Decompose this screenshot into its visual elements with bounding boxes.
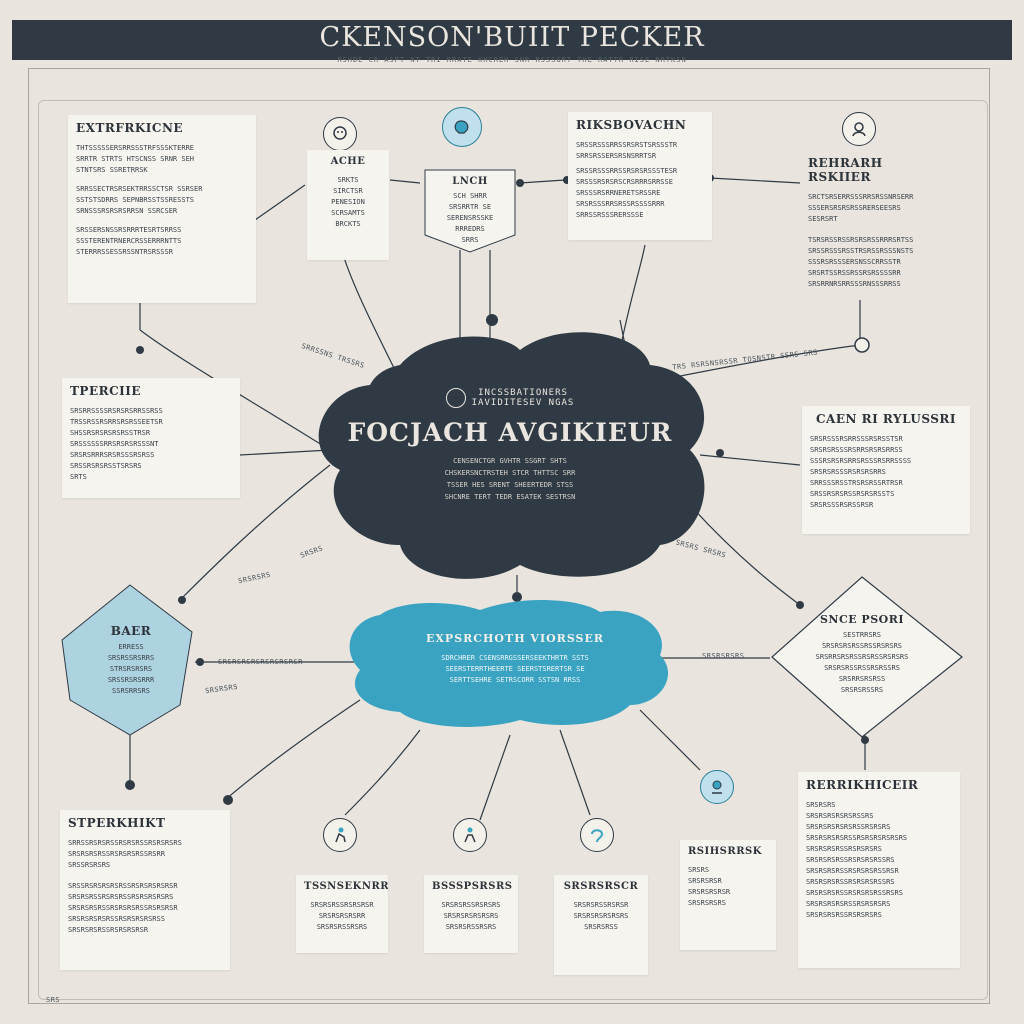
connector-line (559, 729, 591, 816)
right-diamond-text: SNCE PSORI SESTRRSRS SRSRSRSRSSRSSRSRSRS… (815, 613, 909, 694)
card-bottom-3: SRSRSRSCR SRSRSRSSRSRSR SRSRSRSRSRSRS SR… (554, 875, 648, 975)
connector-node-open (854, 337, 870, 353)
header-bar (12, 20, 1012, 60)
card-mid-right: CAEN RI RYLUSSRI SRSRSSSRSRRSSSRSRSSTSR … (802, 406, 970, 534)
card-mid-left: TPERCIIE SRSRRSSSSRSRSRSRRSSRSS TRSSRSSR… (62, 378, 240, 498)
connector-label: SRSRSRSRS (702, 652, 745, 660)
connector-line (224, 699, 361, 801)
connector-node (196, 658, 204, 666)
card-bottom-left: STPERKHIKT SRRSSRSRSRSSRSRSRSSRSRSRSRS S… (60, 810, 230, 970)
secondary-topic: EXPSRCHOTH VIORSSER SDRCHRER CSENSRRGSSE… (426, 632, 604, 684)
face-icon (323, 117, 357, 151)
page-subtitle: RSHDE CR ASPT NT TRI RRATE KHCREH SNR RS… (337, 56, 687, 64)
connector-node (223, 795, 233, 805)
connector-line (479, 734, 511, 821)
connector-node (486, 314, 498, 326)
card-top-mid-a: ACHE SRKTS SIRCTSR PENESION SCRSAMTS BRC… (307, 150, 389, 260)
connector-line (619, 244, 646, 351)
connector-node (178, 596, 186, 604)
card-top-right-a: RIKSBOVACHN SRSSRSSSRRSSRSRSTSRSSSTR SRR… (568, 112, 712, 240)
connector-line (659, 344, 861, 381)
card-bottom-4: RSIHSRRSK SRSRS SRSRSRSR SRSRSRSRSR SRSR… (680, 840, 776, 950)
connector-node (136, 346, 144, 354)
card-top-left: EXTRFRKICNE THTSSSSSERSRRSSSTRFSSSKTERRE… (68, 115, 256, 303)
connector-node (512, 592, 522, 602)
connector-line (179, 464, 331, 601)
connector-line (344, 729, 421, 816)
figure-icon (453, 818, 487, 852)
central-cloud (318, 332, 705, 579)
person-icon (842, 112, 876, 146)
figure-icon (700, 770, 734, 804)
left-diamond-text: BAER ERRESS SRSRSSRSRRS STRSRSRSRS SRSSR… (107, 624, 155, 695)
central-topic: INCSSBATIONERS IAVIDITESEV NGAS FOCJACH … (340, 388, 680, 503)
inner-frame (38, 100, 988, 1000)
brain-icon (442, 107, 482, 147)
card-bottom-2: BSSSPSRSRS SRSRSRSSRSRSRS SRSRSRSRSRSRS … (424, 875, 518, 953)
connector-line (254, 184, 306, 221)
connector-line (389, 179, 421, 184)
connector-line (709, 177, 801, 184)
connector-node (716, 449, 724, 457)
connector-label: SRS (46, 996, 61, 1004)
right-diamond-shape (771, 576, 963, 738)
tag-card-shape (424, 169, 516, 253)
card-bottom-1: TSSNSEKNRR SRSRSRSSRSRSRSR SRSRSRSRSRR S… (296, 875, 388, 953)
connector-label: SRSRSRSRSRSRSRSRSR (218, 658, 303, 666)
connector-line (239, 449, 331, 456)
connector-node (861, 736, 869, 744)
connector-node (516, 179, 524, 187)
figure-icon (323, 818, 357, 852)
card-top-right-b: REHRARH RSKIIER SRCTSRSERRSSSRRSRSSNRSER… (808, 156, 914, 288)
connector-node (125, 780, 135, 790)
card-top-mid-b: LNCH SCH SHRR SRSRRTR SE SERENSRSSKE RRR… (446, 176, 494, 244)
figure-icon (580, 818, 614, 852)
connector-line (639, 709, 701, 771)
connector-line (699, 454, 801, 466)
person-head-icon (445, 388, 466, 408)
secondary-cloud (349, 600, 669, 727)
left-diamond-shape (61, 584, 193, 736)
connector-line (519, 179, 566, 184)
card-bottom-right: RERRIKHICEIR SRSRSRS SRSRSRSRSRSRSSRS SR… (798, 772, 960, 968)
connector-line (689, 504, 801, 606)
page-title: CKENSON'BUIIT PECKER (319, 22, 705, 53)
connector-node (796, 601, 804, 609)
central-title: FOCJACH AVGIKIEUR (347, 418, 673, 447)
outer-frame (28, 68, 990, 1004)
